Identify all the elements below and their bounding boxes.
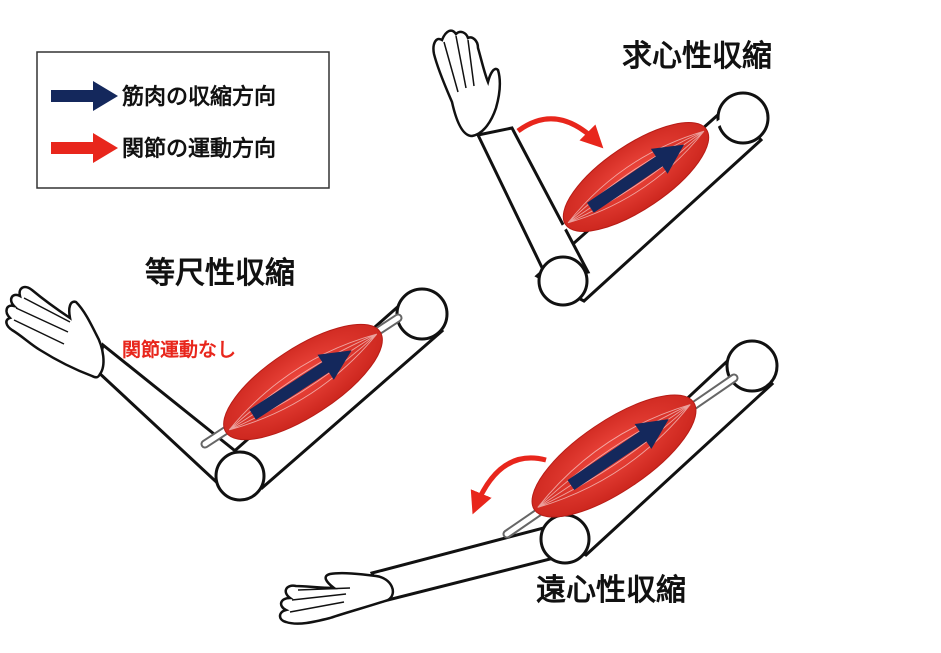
eccentric-arm bbox=[278, 339, 779, 625]
eccentric-title: 遠心性収縮 bbox=[536, 573, 686, 608]
eccentric-panel: 遠心性収縮 bbox=[278, 339, 779, 625]
hand bbox=[432, 29, 501, 138]
concentric-title: 求心性収縮 bbox=[622, 39, 772, 74]
red-arrow-icon bbox=[51, 133, 118, 163]
isometric-arm bbox=[5, 285, 449, 502]
legend: 筋肉の収縮方向 関節の運動方向 bbox=[36, 51, 330, 189]
elbow-joint bbox=[214, 450, 266, 502]
legend-box bbox=[36, 51, 330, 189]
shoulder-joint bbox=[395, 287, 449, 341]
legend-item-muscle-contraction: 筋肉の収縮方向 bbox=[51, 81, 276, 111]
legend-item-joint-motion: 関節の運動方向 bbox=[51, 133, 276, 163]
legend-label-muscle-contraction: 筋肉の収縮方向 bbox=[121, 84, 276, 110]
dark-blue-arrow-icon bbox=[567, 419, 669, 491]
isometric-title: 等尺性収縮 bbox=[145, 256, 295, 291]
forearm-bone bbox=[369, 524, 564, 603]
dark-blue-arrow-icon bbox=[51, 81, 118, 111]
hand bbox=[278, 571, 395, 625]
isometric-note: 関節運動なし bbox=[122, 338, 236, 361]
concentric-arm bbox=[432, 29, 770, 307]
hand bbox=[5, 285, 105, 379]
shoulder-joint bbox=[725, 339, 779, 393]
legend-label-joint-motion: 関節の運動方向 bbox=[122, 136, 276, 162]
shoulder-joint bbox=[716, 91, 770, 145]
dark-blue-arrow-icon bbox=[587, 144, 685, 213]
forearm-bone bbox=[475, 126, 591, 282]
elbow-joint bbox=[539, 513, 591, 565]
concentric-panel: 求心性収縮 bbox=[432, 29, 772, 307]
dark-blue-arrow-icon bbox=[249, 350, 352, 420]
red-arrow-icon bbox=[470, 455, 547, 515]
isometric-panel: 等尺性収縮 関節運動なし bbox=[5, 256, 449, 502]
red-arrow-icon bbox=[516, 116, 604, 149]
elbow-joint bbox=[537, 255, 589, 307]
